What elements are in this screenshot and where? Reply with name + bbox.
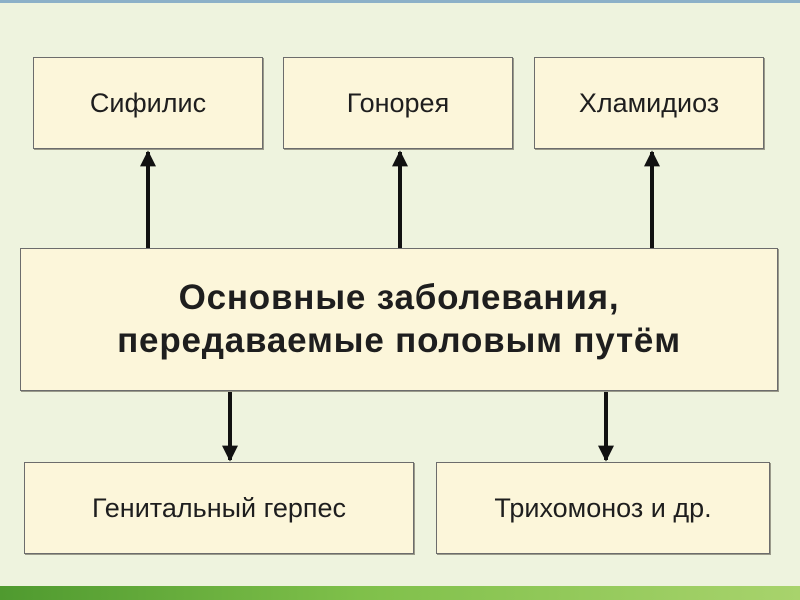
box-genital-herpes-label: Генитальный герпес: [91, 492, 347, 523]
box-trichomoniasis-label: Трихомоноз и др.: [494, 492, 712, 523]
box-chlamydia-label: Хламидиоз: [578, 87, 720, 118]
bottom-band: [0, 586, 800, 600]
box-syphilis-label: Сифилис: [89, 87, 207, 118]
box-gonorrhea: Гонорея: [283, 57, 513, 149]
main-topic-line-2: передаваемые половым путём: [117, 320, 681, 360]
main-topic-line-1: Основные заболевания,: [178, 277, 620, 317]
top-rule: [0, 0, 800, 3]
box-trichomoniasis: Трихомоноз и др.: [436, 462, 770, 554]
box-syphilis: Сифилис: [33, 57, 263, 149]
box-genital-herpes: Генитальный герпес: [24, 462, 414, 554]
box-main-topic: Основные заболевания, передаваемые полов…: [20, 248, 778, 391]
box-gonorrhea-label: Гонорея: [346, 87, 450, 118]
box-chlamydia: Хламидиоз: [534, 57, 764, 149]
